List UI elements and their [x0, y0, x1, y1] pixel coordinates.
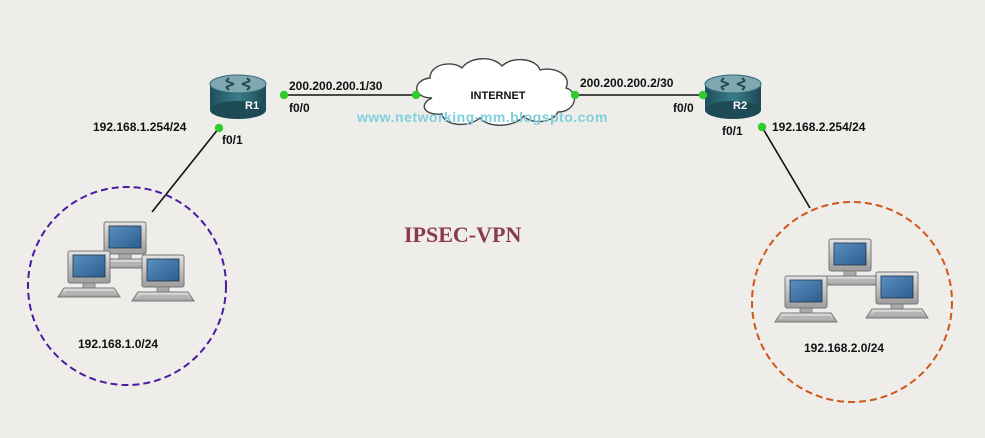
r1-wan-ip: 200.200.200.1/30 — [289, 79, 383, 93]
links — [151, 94, 811, 213]
router-r2: R2 — [704, 74, 762, 119]
r2-wan-if: f0/0 — [673, 101, 694, 115]
port-dots — [214, 90, 767, 133]
r2-wan-ip: 200.200.200.2/30 — [580, 76, 674, 90]
computer-icon — [818, 238, 882, 286]
r1-lan-if: f0/1 — [222, 133, 243, 147]
router-r2-name: R2 — [733, 100, 747, 112]
r2-f0-0-port — [698, 90, 708, 100]
lan1-computers — [57, 221, 195, 302]
r1-lan-ip: 192.168.1.254/24 — [93, 120, 187, 134]
lan1-circle — [27, 186, 227, 386]
r2-lan-if: f0/1 — [722, 124, 743, 138]
cloud-label: INTERNET — [471, 90, 526, 102]
watermark-text: www.networking-mm.blogspto.com — [356, 109, 608, 125]
diagram-title: IPSEC-VPN — [404, 222, 521, 247]
r2-lan-ip: 192.168.2.254/24 — [772, 120, 866, 134]
link-r1-lan1 — [151, 127, 220, 213]
cloud-icon — [416, 58, 576, 126]
router-icon — [704, 74, 762, 119]
router-icon — [209, 74, 267, 119]
lan2-computers — [774, 238, 929, 323]
router-r1-name: R1 — [245, 100, 259, 112]
r1-f0-0-port — [279, 90, 289, 100]
r1-f0-1-port — [214, 123, 224, 133]
lan1-network: 192.168.1.0/24 — [78, 337, 158, 351]
r2-f0-1-port — [757, 122, 767, 132]
internet-left-port — [411, 90, 421, 100]
lan2-network: 192.168.2.0/24 — [804, 341, 884, 355]
internet-right-port — [570, 90, 580, 100]
r1-wan-if: f0/0 — [289, 101, 310, 115]
lan2-circle — [751, 201, 953, 403]
router-r1: R1 — [209, 74, 267, 119]
link-r2-lan2 — [761, 126, 811, 209]
computer-icon — [57, 250, 121, 298]
